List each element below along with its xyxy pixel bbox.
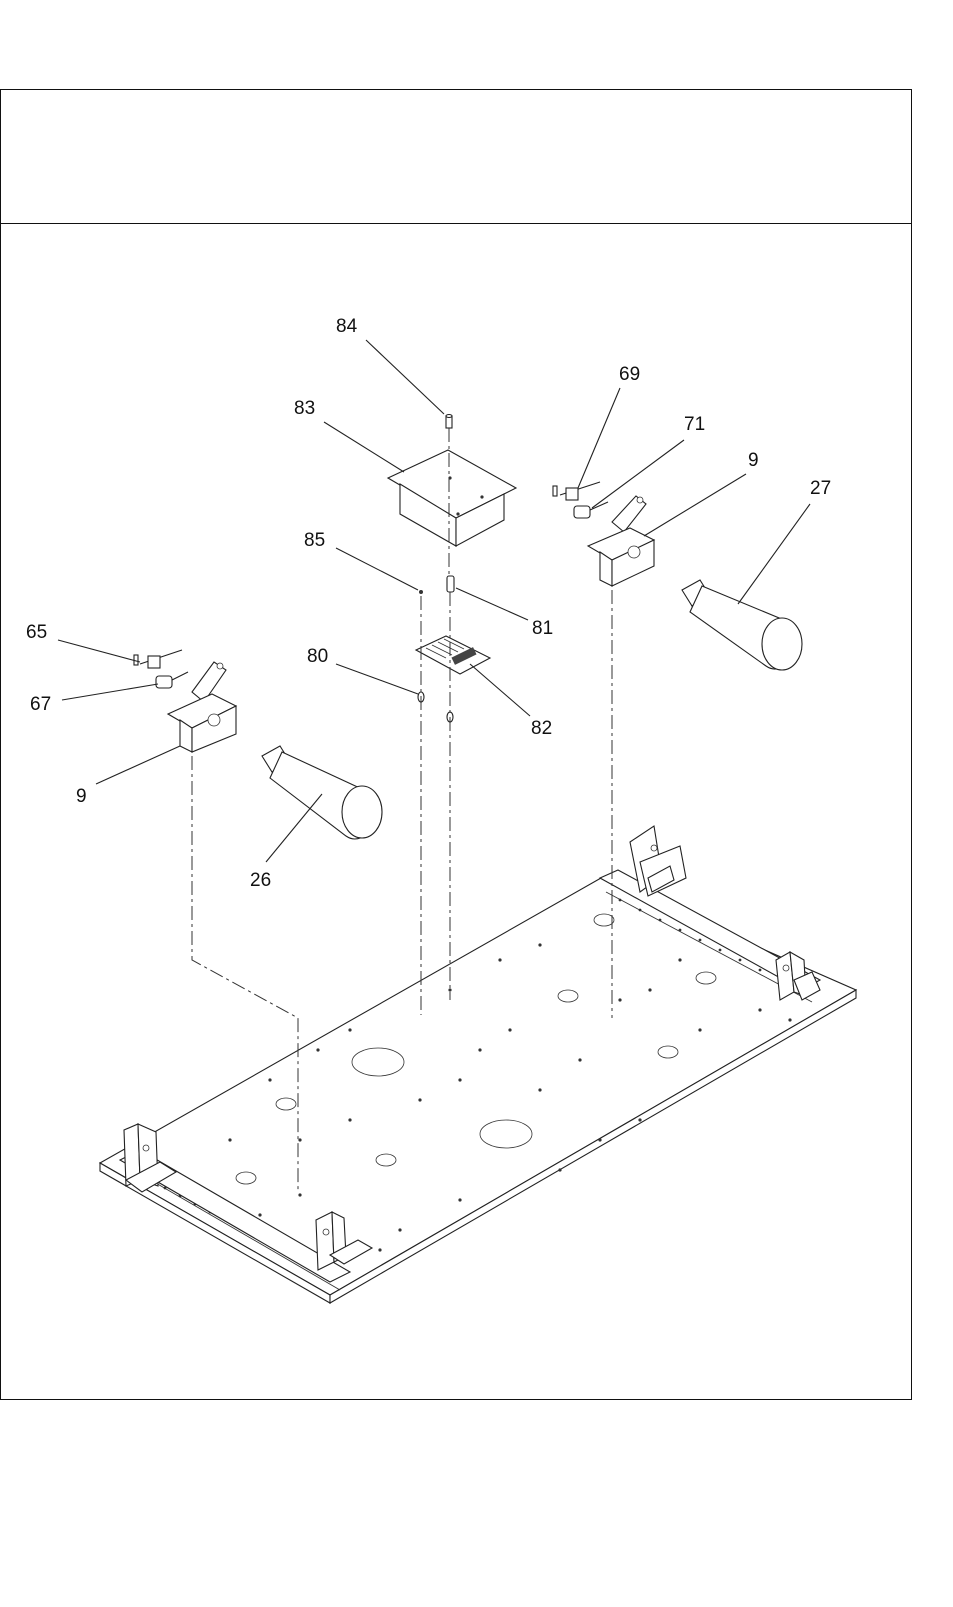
callout-84: 84 (336, 316, 358, 337)
cylinder-26 (262, 746, 382, 839)
circuit-board-82 (416, 636, 490, 674)
plate-opening (480, 1120, 532, 1148)
callout-80: 80 (307, 646, 328, 667)
pin-65 (134, 650, 182, 668)
fastener-84 (446, 415, 452, 429)
corner-bracket-back-left (630, 826, 686, 896)
plate-opening (352, 1048, 404, 1076)
callout-83: 83 (294, 398, 315, 419)
callout-26: 26 (250, 870, 271, 891)
callout-82: 82 (531, 718, 552, 739)
callout-27: 27 (810, 478, 831, 499)
callout-81: 81 (532, 618, 553, 639)
screw-85 (419, 590, 423, 594)
hinge-bracket-9-right (588, 496, 654, 586)
cylinder-27 (682, 580, 802, 670)
callout-9-left: 9 (76, 786, 87, 807)
callout-85: 85 (304, 530, 325, 551)
callout-71: 71 (684, 414, 705, 435)
callout-65: 65 (26, 622, 47, 643)
hinge-bracket-9-left (168, 662, 236, 752)
bushing-71 (574, 502, 608, 518)
callout-67: 67 (30, 694, 51, 715)
cover-box-83 (388, 450, 516, 546)
callout-9-right: 9 (748, 450, 759, 471)
bushing-67 (156, 672, 188, 688)
corner-bracket-back-right (776, 952, 820, 1000)
callout-69: 69 (619, 364, 640, 385)
pin-69 (553, 482, 600, 500)
spacer-81 (447, 576, 454, 592)
